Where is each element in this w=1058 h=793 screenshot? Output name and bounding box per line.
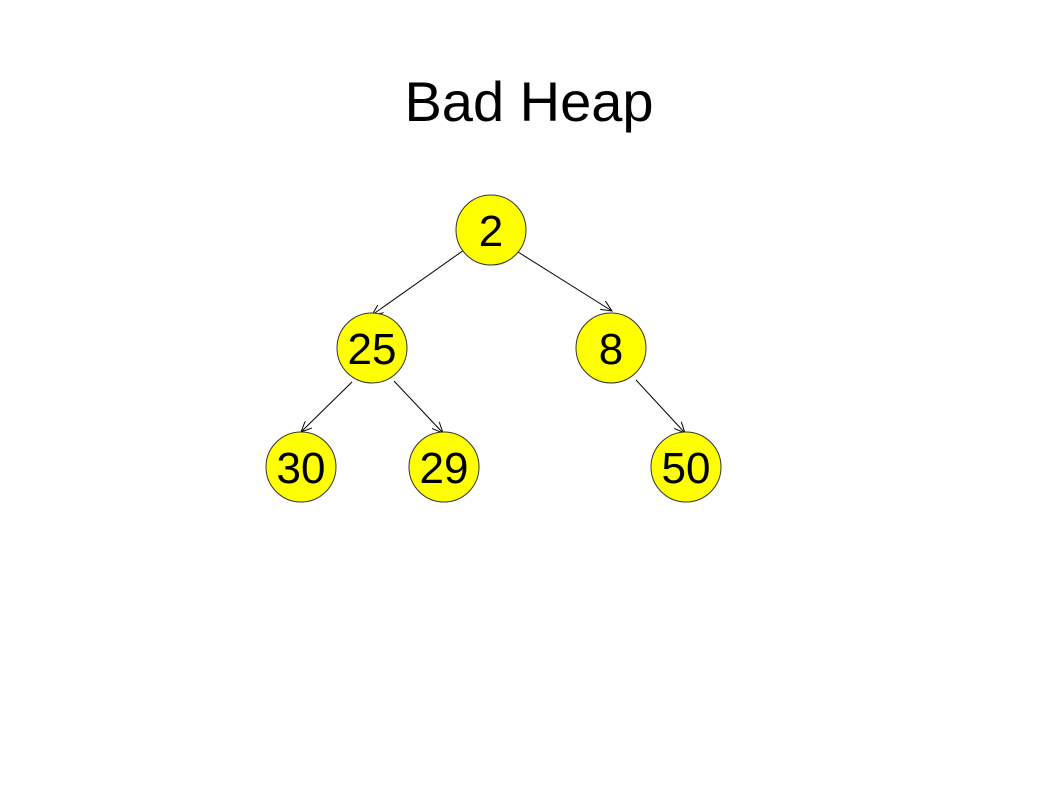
edge-root-right xyxy=(517,251,612,311)
node-value: 29 xyxy=(420,444,469,493)
node-circle xyxy=(408,431,480,503)
node-value: 2 xyxy=(479,207,503,256)
heap-node-root: 2 xyxy=(455,194,527,266)
edge-left-left-right xyxy=(393,380,443,433)
node-circle xyxy=(455,194,527,266)
heap-node-left-left: 30 xyxy=(265,431,337,503)
node-circle xyxy=(265,431,337,503)
node-circle xyxy=(336,312,408,384)
edge-left-left-left xyxy=(301,381,353,432)
node-value: 50 xyxy=(662,444,711,493)
node-value: 30 xyxy=(277,444,326,493)
heap-node-right-right: 50 xyxy=(650,431,722,503)
heap-node-right: 8 xyxy=(575,312,647,384)
edge-right-right-right xyxy=(635,379,685,433)
edge-root-left xyxy=(372,249,465,315)
node-value: 8 xyxy=(599,325,623,374)
heap-node-left-right: 29 xyxy=(408,431,480,503)
node-circle xyxy=(575,312,647,384)
heap-node-left: 25 xyxy=(336,312,408,384)
diagram-title: Bad Heap xyxy=(404,70,654,133)
node-circle xyxy=(650,431,722,503)
node-value: 25 xyxy=(348,325,397,374)
